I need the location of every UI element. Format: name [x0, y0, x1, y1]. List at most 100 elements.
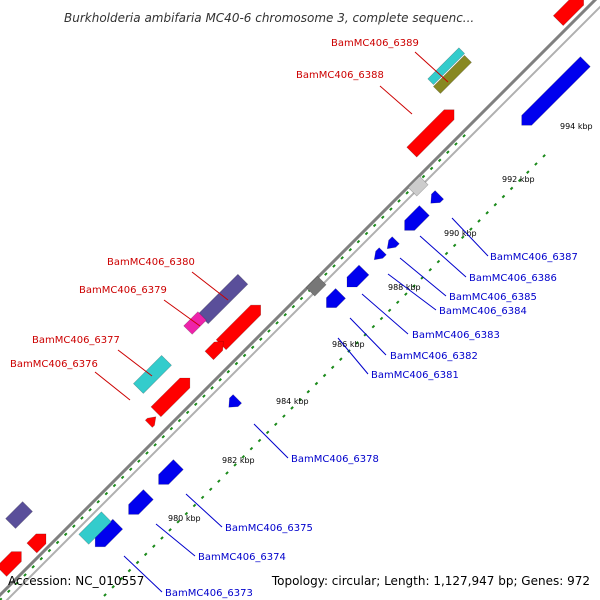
- guide-dot: [143, 552, 148, 557]
- guide-dot: [242, 353, 247, 358]
- guide-dot: [452, 243, 457, 248]
- reverse-gene-label: BamMC406_6375: [225, 523, 313, 534]
- gene-feature: [305, 275, 327, 297]
- guide-dot: [306, 389, 311, 394]
- reverse-gene-label: BamMC406_6387: [490, 252, 578, 263]
- guide-dot: [330, 365, 335, 370]
- guide-dot: [200, 495, 205, 500]
- guide-dot: [395, 300, 400, 305]
- gene-feature: [427, 47, 466, 86]
- guide-dot: [437, 158, 442, 163]
- guide-dot: [88, 508, 92, 512]
- guide-dot: [421, 174, 426, 179]
- guide-dot: [340, 256, 344, 260]
- leader-line: [163, 299, 201, 327]
- guide-dot: [257, 438, 262, 443]
- guide-dot: [120, 475, 125, 480]
- leader-line: [185, 493, 223, 528]
- guide-dot: [299, 296, 304, 301]
- gene-feature: [5, 501, 33, 529]
- tick-label: 982 kbp: [222, 456, 255, 465]
- gene-feature: [228, 394, 243, 408]
- leader-line: [414, 51, 449, 83]
- tick-label: 980 kbp: [168, 514, 201, 523]
- guide-dot: [218, 378, 222, 382]
- forward-gene-label: BamMC406_6389: [331, 38, 419, 49]
- guide-dot: [509, 186, 514, 191]
- tick-label: 984 kbp: [276, 397, 309, 406]
- guide-dot: [444, 251, 449, 256]
- gene-feature: [128, 489, 154, 515]
- guide-dot: [63, 532, 68, 537]
- guide-dot: [208, 487, 213, 492]
- gene-features: [0, 0, 591, 577]
- guide-dot: [469, 227, 473, 231]
- guide-dot: [298, 398, 302, 402]
- guide-dot: [47, 548, 52, 553]
- guide-dot: [96, 500, 100, 504]
- guide-dot: [397, 199, 401, 203]
- guide-dot: [152, 544, 156, 548]
- accession-text: Accession: NC_010557: [8, 574, 144, 588]
- guide-dot: [275, 321, 279, 325]
- reverse-gene-label: BamMC406_6382: [390, 351, 478, 362]
- gene-feature: [0, 551, 22, 577]
- forward-gene-label: BamMC406_6376: [10, 359, 98, 370]
- gene-feature: [204, 340, 224, 361]
- forward-gene-label: BamMC406_6388: [296, 70, 384, 81]
- leader-line: [361, 293, 409, 335]
- leader-line: [253, 423, 289, 459]
- leader-line: [117, 349, 153, 377]
- guide-dot: [210, 386, 214, 390]
- gene-feature: [552, 0, 585, 27]
- guide-dot: [55, 540, 60, 545]
- leader-line: [451, 217, 489, 257]
- guide-dot: [436, 259, 441, 264]
- guide-dot: [145, 451, 149, 455]
- guide-dot: [0, 597, 3, 600]
- forward-gene-label: BamMC406_6380: [107, 257, 195, 268]
- forward-gene-label: BamMC406_6379: [79, 285, 167, 296]
- guide-dot: [217, 479, 221, 483]
- leader-line: [399, 257, 447, 297]
- guide-dot: [169, 426, 174, 431]
- tick-label: 990 kbp: [444, 229, 477, 238]
- gene-labels: BamMC406_6389BamMC406_6388BamMC406_6380B…: [10, 38, 578, 599]
- leader-line: [349, 317, 387, 356]
- forward-gene-label: BamMC406_6377: [32, 335, 120, 346]
- guide-dot: [534, 162, 538, 166]
- guide-dot: [493, 202, 498, 207]
- guide-dot: [501, 194, 506, 199]
- guide-dot: [274, 422, 278, 426]
- guide-dot: [119, 576, 124, 581]
- guide-dot: [485, 211, 489, 215]
- guide-dot: [15, 581, 19, 585]
- guide-dot: [233, 463, 237, 467]
- guide-dot: [429, 166, 434, 171]
- guide-dot: [291, 304, 296, 309]
- tick-label: 988 kbp: [388, 283, 421, 292]
- guide-dot: [526, 170, 530, 174]
- guide-dot: [454, 142, 458, 146]
- gene-feature: [386, 236, 400, 250]
- genome-summary-text: Topology: circular; Length: 1,127,947 bp…: [271, 574, 590, 588]
- guide-dot: [202, 394, 206, 398]
- guide-dot: [355, 341, 359, 345]
- reverse-gene-label: BamMC406_6384: [439, 306, 527, 317]
- guide-dot: [128, 467, 133, 472]
- guide-dot: [137, 459, 141, 463]
- guide-dot: [356, 239, 361, 244]
- tick-label: 994 kbp: [560, 122, 593, 131]
- guide-dot: [267, 329, 271, 333]
- guide-dot: [111, 585, 115, 589]
- guide-dot: [364, 231, 369, 236]
- leader-line: [123, 555, 163, 593]
- guide-dot: [348, 247, 353, 252]
- guide-dot: [160, 536, 164, 540]
- leader-line: [155, 523, 196, 557]
- gene-feature: [158, 459, 184, 485]
- gene-feature: [521, 56, 591, 126]
- guide-dot: [290, 406, 294, 410]
